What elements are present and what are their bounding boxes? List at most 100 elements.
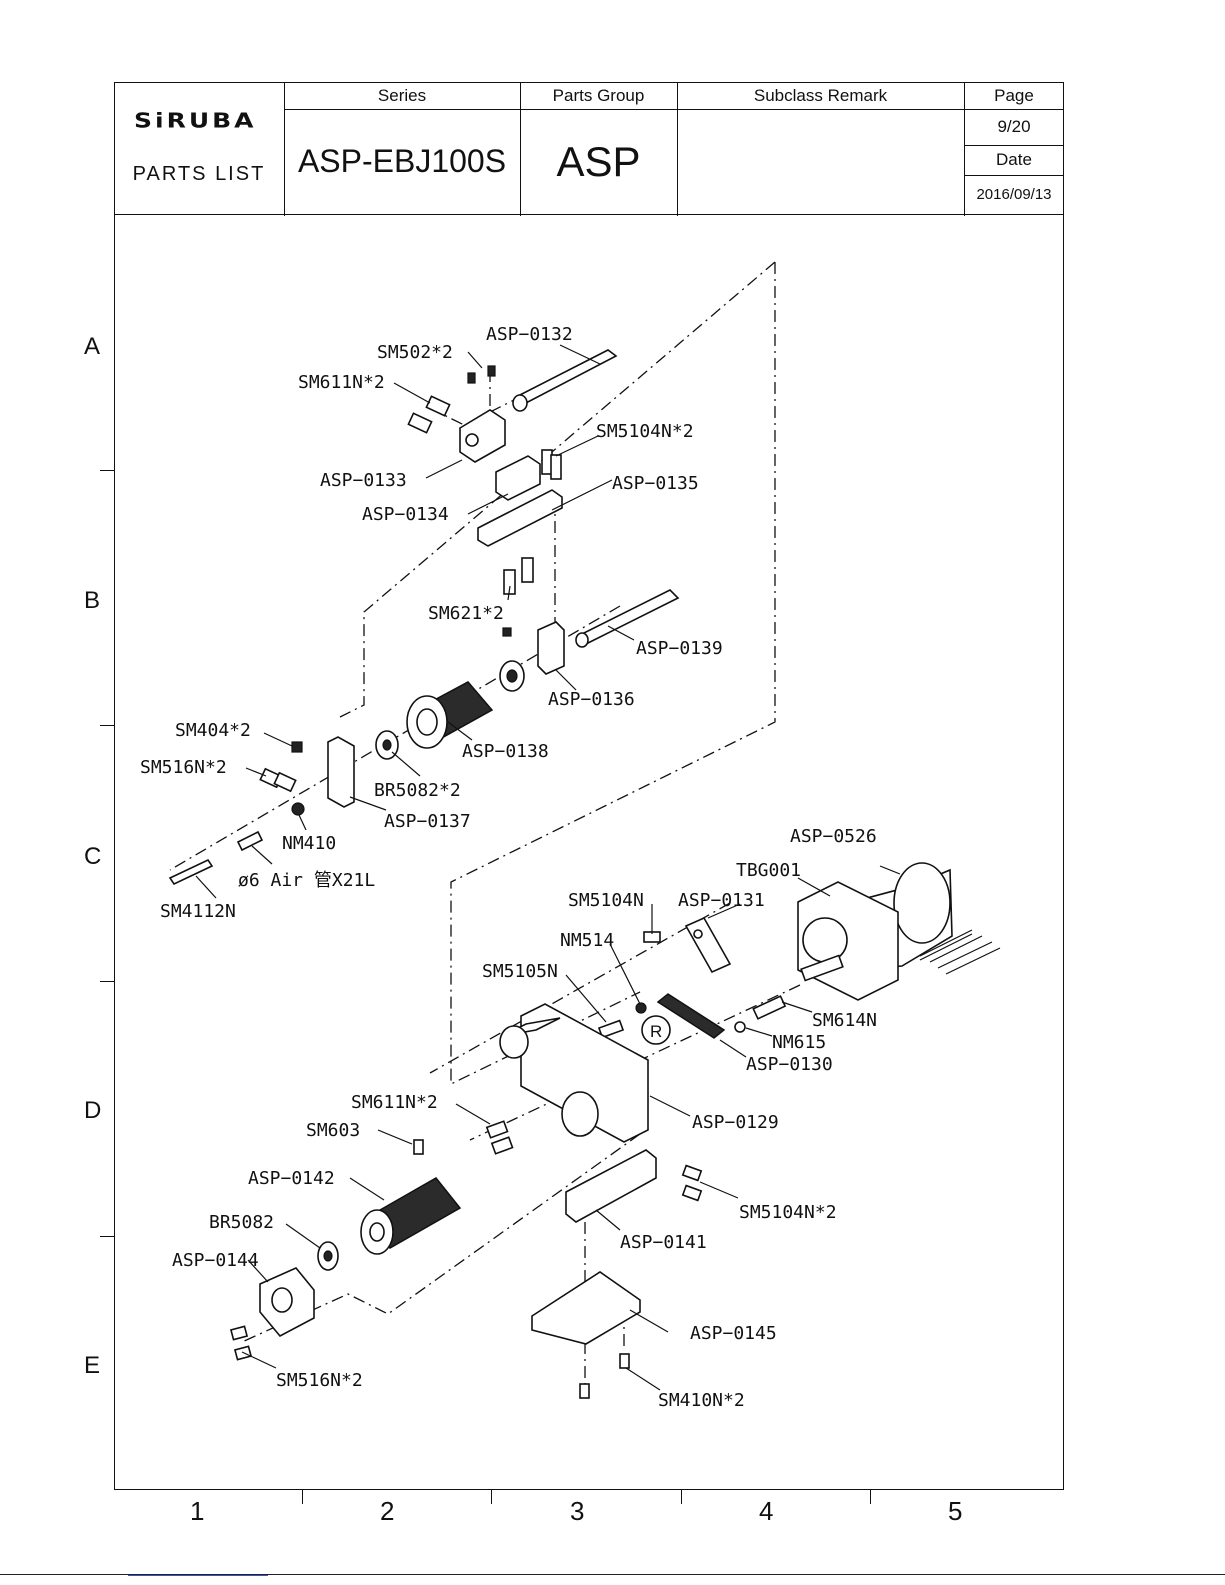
- plate-opening: [561, 1091, 599, 1137]
- leader-line: [195, 875, 217, 899]
- header-row-rule: [284, 109, 964, 110]
- grid-col-label: 3: [570, 1496, 585, 1526]
- page-value: 9/20: [997, 117, 1031, 136]
- motor-screw: [945, 947, 1001, 975]
- title-divider: [284, 82, 285, 216]
- grid-row-label: B: [84, 587, 101, 614]
- leader-line: [455, 1103, 491, 1125]
- leader-line: [247, 1259, 269, 1283]
- leader-line: [555, 435, 599, 457]
- leader-line: [745, 1027, 773, 1037]
- plate-asp-0135: [477, 489, 563, 547]
- title-block-bottom-rule: [114, 214, 1064, 215]
- leader-line: [298, 814, 307, 831]
- callout-sm5105n: SM5105N: [482, 961, 558, 982]
- brand-logo: SiRUBA: [134, 108, 257, 133]
- leader-line: [393, 382, 431, 404]
- screw-sm614n: [752, 995, 787, 1020]
- callout-asp-0136: ASP−0136: [548, 689, 635, 710]
- screw-sm5105n: [597, 1019, 625, 1039]
- callout-asp-0144: ASP−0144: [172, 1250, 259, 1271]
- setscrew-sm502: [467, 372, 476, 384]
- callout-sm4112n: SM4112N: [160, 901, 236, 922]
- callout-asp-0139: ASP−0139: [636, 638, 723, 659]
- shaft-asp-0139: [576, 589, 680, 645]
- motor-screw: [919, 933, 973, 961]
- title-divider: [677, 82, 678, 216]
- callout-nm514: NM514: [560, 930, 614, 951]
- motor-can: [893, 862, 951, 944]
- screw-sm621: [521, 557, 534, 583]
- callout-asp-0141: ASP−0141: [620, 1232, 707, 1253]
- leader-line: [245, 767, 267, 777]
- callout-asp-0132: ASP−0132: [486, 324, 573, 345]
- assembly-guide-line: [429, 902, 731, 1074]
- callout-sm614n: SM614N: [812, 1010, 877, 1031]
- callout-br5082: BR5082: [209, 1212, 274, 1233]
- shaft-asp-0132: [514, 349, 618, 405]
- callout-labels: ASP−0132 SM502*2 SM611N*2 SM5104N*2 ASP−…: [140, 324, 877, 1411]
- bracket-asp-0134: [495, 455, 541, 501]
- setscrew-sm502: [487, 365, 496, 377]
- title-divider: [520, 82, 521, 216]
- callout-asp-0142: ASP−0142: [248, 1168, 335, 1189]
- leader-line: [595, 1209, 621, 1231]
- nut-nm514: [635, 1002, 647, 1014]
- grid-tick: [491, 1490, 492, 1504]
- callout-asp-0131: ASP−0131: [678, 890, 765, 911]
- block-hole: [465, 433, 479, 447]
- roller-bore: [416, 708, 438, 736]
- motor-shaft: [800, 954, 844, 982]
- upper-assembly: [168, 349, 680, 886]
- setscrew: [502, 627, 512, 637]
- page-value-rule: [964, 145, 1064, 146]
- callout-sm516n: SM516N*2: [140, 757, 227, 778]
- bracket-hole: [693, 929, 703, 939]
- shaft-end: [512, 394, 528, 412]
- leader-line: [719, 1039, 747, 1058]
- page-label-rule: [964, 109, 1064, 110]
- callout-br5082: BR5082*2: [374, 780, 461, 801]
- callout-sm502: SM502*2: [377, 342, 453, 363]
- callout-asp-0526: ASP−0526: [790, 826, 877, 847]
- callout-sm611n: SM611N*2: [298, 372, 385, 393]
- callout-asp-0137: ASP−0137: [384, 811, 471, 832]
- callout-tbg001: TBG001: [736, 860, 801, 881]
- callout-sm404: SM404*2: [175, 720, 251, 741]
- grid-row-label: A: [84, 333, 101, 360]
- leader-line: [625, 1367, 661, 1391]
- leader-line: [349, 1177, 385, 1201]
- leader-line: [507, 585, 511, 601]
- leader-line: [467, 351, 483, 369]
- page-bottom-rule: [0, 1574, 1225, 1575]
- title-block: SiRUBA PARTS LIST Series ASP-EBJ100S Par…: [114, 82, 1064, 216]
- plate-asp-0145: [531, 1271, 641, 1345]
- leader-line: [629, 1309, 669, 1333]
- grid-col-label: 2: [380, 1496, 395, 1526]
- grid-tick: [681, 1490, 682, 1504]
- screw-sm611n: [485, 1120, 509, 1139]
- screw-sm611n: [425, 395, 451, 417]
- callout-sm5104n: SM5104N*2: [739, 1202, 837, 1223]
- subclass-remark-label: Subclass Remark: [753, 85, 888, 105]
- r-marker-letter: R: [650, 1022, 662, 1041]
- shaft-end: [575, 632, 589, 648]
- callout-sm410n: SM410N*2: [658, 1390, 745, 1411]
- leader-line: [263, 732, 293, 747]
- callout-sm516n: SM516N*2: [276, 1370, 363, 1391]
- screw-sm516n: [229, 1325, 249, 1341]
- callout-asp-0129: ASP−0129: [692, 1112, 779, 1133]
- setscrew-sm603: [413, 1139, 424, 1155]
- assembly-guide-lines: [169, 261, 801, 1388]
- grid-tick: [100, 725, 114, 726]
- setscrew-sm404: [291, 741, 303, 753]
- leader-line: [349, 796, 387, 811]
- leader-lines: [195, 344, 901, 1391]
- grid-col-label: 1: [190, 1496, 205, 1526]
- parts-group-value: ASP: [556, 137, 641, 185]
- callout-asp-0134: ASP−0134: [362, 504, 449, 525]
- callout-nm410: NM410: [282, 833, 336, 854]
- screw-sm410n: [619, 1353, 630, 1369]
- gearbox-face: [802, 917, 848, 963]
- washer-hole: [382, 739, 392, 751]
